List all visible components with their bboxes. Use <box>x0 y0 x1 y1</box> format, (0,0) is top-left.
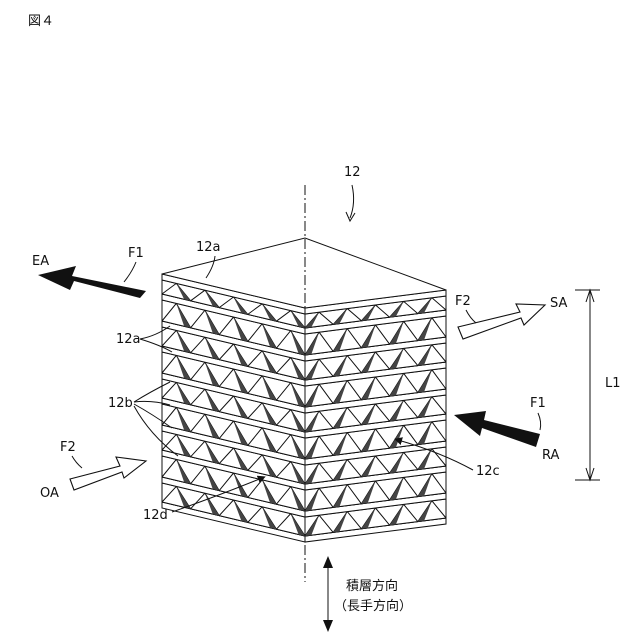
label-length: L1 <box>605 376 621 391</box>
outdoor-name: OA <box>40 486 59 501</box>
return-arrow-icon <box>454 411 540 447</box>
supply-stream-leader <box>466 310 476 323</box>
supply-arrow-icon <box>458 304 545 339</box>
label-top-sheet: 12a <box>196 240 221 255</box>
label-assembly: 12 <box>344 165 361 180</box>
assembly-leader <box>350 185 354 218</box>
exhaust-arrow-icon <box>38 266 146 298</box>
exhaust-stream-leader <box>124 262 136 282</box>
longitudinal-direction-label: （長手方向） <box>334 598 412 614</box>
label-sheet-d: 12d <box>143 508 168 523</box>
stacking-arrow-down-icon <box>323 620 333 632</box>
outdoor-arrow-icon <box>70 457 146 490</box>
return-stream: F1 <box>530 396 546 411</box>
supply-stream: F2 <box>455 294 471 309</box>
stacking-direction-label: 積層方向 <box>346 578 398 594</box>
return-stream-leader <box>538 413 541 430</box>
supply-name: SA <box>550 296 567 311</box>
outdoor-stream: F2 <box>60 440 76 455</box>
label-sheet-c: 12c <box>476 464 500 479</box>
outdoor-stream-leader <box>72 456 82 468</box>
exhaust-stream: F1 <box>128 246 144 261</box>
figure-label: 図４ <box>28 14 54 29</box>
stacking-arrow-up-icon <box>323 556 333 568</box>
label-sheets-a: 12a <box>116 332 141 347</box>
sheet-stack <box>162 238 446 542</box>
return-name: RA <box>542 448 560 463</box>
label-sheets-b: 12b <box>108 396 133 411</box>
exhaust-name: EA <box>32 254 49 269</box>
